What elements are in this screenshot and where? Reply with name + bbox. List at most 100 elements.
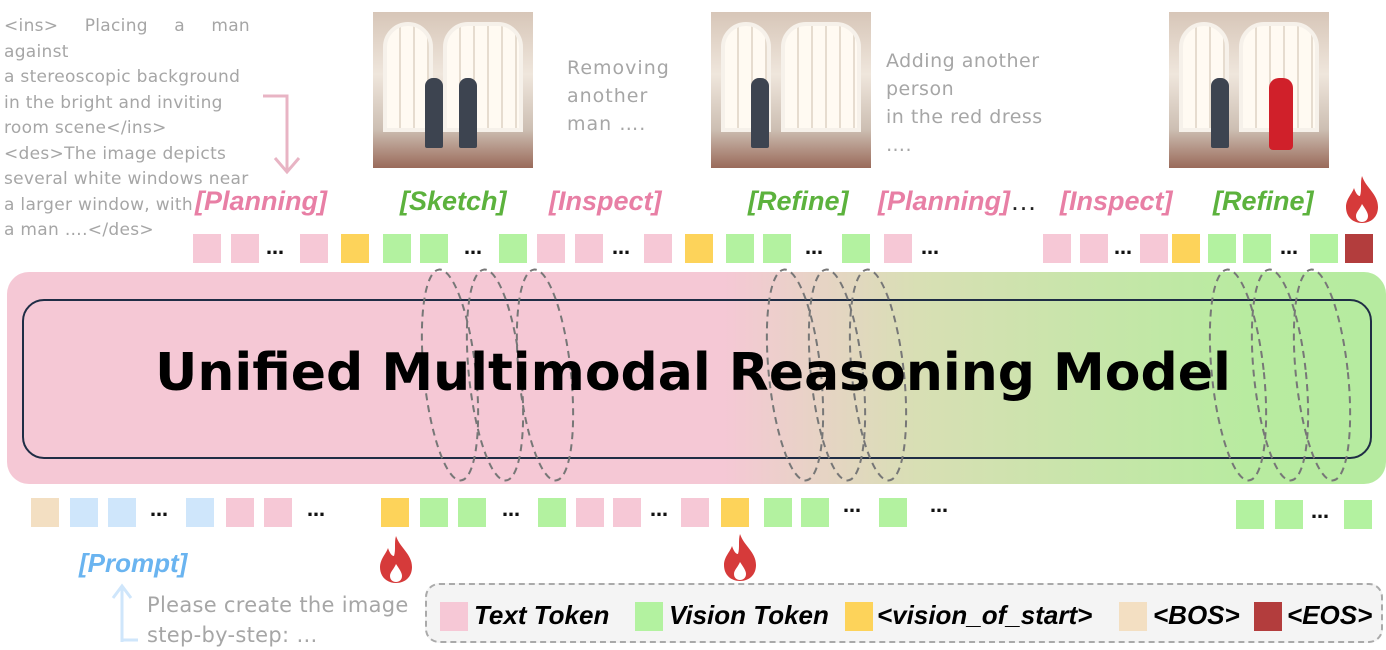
- adding-description: Adding another person in the red dress ……: [886, 47, 1043, 159]
- text-token: [1080, 234, 1108, 263]
- bos-token: [31, 498, 59, 527]
- eos-token: [1345, 234, 1373, 263]
- prompt-token: [70, 498, 98, 527]
- ellipsis: …: [464, 238, 482, 259]
- prompt-description: Please create the image step-by-step: …: [147, 590, 409, 650]
- text-token: [1043, 234, 1071, 263]
- ellipsis: …: [150, 500, 168, 521]
- ellipsis: …: [1280, 238, 1298, 259]
- text-token: [884, 234, 912, 263]
- text-line: a larger window, with: [4, 194, 193, 215]
- text-line: a stereoscopic background: [4, 67, 241, 87]
- text-line: a man ….</des>: [4, 220, 154, 240]
- ellipsis: …: [612, 238, 630, 259]
- text-line: several white windows near: [4, 169, 249, 189]
- legend-label-vstart: <vision_of_start>: [877, 600, 1093, 630]
- vision-start-token: [341, 234, 369, 263]
- legend-swatch-vstart: [845, 602, 873, 631]
- text-line: person: [886, 78, 955, 100]
- text-line: <ins> Placing a man against: [4, 16, 250, 62]
- label-inspect: [Inspect]: [549, 186, 662, 216]
- label-prompt: [Prompt]: [79, 548, 188, 578]
- model-box: [22, 299, 1372, 459]
- arrow-down-icon: [263, 94, 301, 175]
- text-token: [537, 234, 565, 263]
- legend-label-vision: Vision Token: [669, 600, 829, 630]
- ellipsis: …: [307, 500, 325, 521]
- ellipsis: …: [930, 496, 948, 517]
- text-line: <des>The image depicts: [4, 143, 227, 164]
- vision-start-token: [721, 498, 749, 527]
- vision-token: [763, 234, 791, 263]
- text-token: [226, 498, 254, 527]
- vision-token: [1243, 234, 1271, 263]
- label-sketch: [Sketch]: [400, 186, 507, 216]
- vision-token: [383, 234, 411, 263]
- vision-token: [420, 234, 448, 263]
- label-planning: [Planning]: [195, 186, 327, 216]
- model-background: [7, 272, 1386, 484]
- vision-start-token: [685, 234, 713, 263]
- text-token: [644, 234, 672, 263]
- text-token: [681, 498, 709, 527]
- text-line: ….: [886, 134, 913, 156]
- legend: Text Token Vision Token <vision_of_start…: [425, 583, 1383, 643]
- label-inspect: [Inspect]: [1060, 186, 1173, 216]
- text-token: [1140, 234, 1168, 263]
- label-refine: [Refine]: [748, 186, 849, 216]
- legend-swatch-eos: [1254, 602, 1282, 631]
- text-line: Removing: [567, 57, 670, 79]
- text-line: room scene</ins>: [4, 118, 167, 138]
- vision-start-token: [1172, 234, 1200, 263]
- legend-swatch-vision: [635, 602, 663, 631]
- flame-icon: [724, 534, 756, 581]
- vision-token: [1310, 234, 1338, 263]
- label-planning: [Planning]: [878, 186, 1010, 216]
- vision-token: [726, 234, 754, 263]
- vision-start-token: [381, 498, 409, 527]
- vision-token: [538, 498, 566, 527]
- vision-token: [420, 498, 448, 527]
- text-line: step-by-step: …: [147, 623, 318, 647]
- text-token: [231, 234, 259, 263]
- ellipsis: …: [1311, 502, 1329, 523]
- ellipsis: …: [502, 500, 520, 521]
- ellipsis: …: [1114, 238, 1132, 259]
- text-token: [576, 498, 604, 527]
- refined-image-2: [1169, 12, 1329, 168]
- text-token: [575, 234, 603, 263]
- text-line: man ….: [567, 113, 647, 135]
- refined-image-1: [711, 12, 871, 168]
- ellipsis: …: [805, 238, 823, 259]
- prompt-token: [108, 498, 136, 527]
- attention-loops: [420, 268, 1352, 482]
- vision-token: [879, 498, 907, 527]
- vision-token: [1208, 234, 1236, 263]
- vision-token: [1236, 500, 1264, 529]
- vision-token: [842, 234, 870, 263]
- flame-icon: [380, 536, 412, 583]
- vision-token: [764, 498, 792, 527]
- planning-description: <ins> Placing a man against a stereoscop…: [4, 14, 250, 244]
- sketch-image: [373, 12, 533, 168]
- model-title: Unified Multimodal Reasoning Model: [155, 343, 1231, 403]
- ellipsis: …: [650, 500, 668, 521]
- prompt-token: [186, 498, 214, 527]
- legend-label-eos: <EOS>: [1287, 600, 1373, 630]
- legend-label-bos: <BOS>: [1153, 600, 1240, 630]
- ellipsis: …: [266, 238, 284, 259]
- label-refine: [Refine]: [1213, 186, 1314, 216]
- flame-icon: [1346, 176, 1378, 223]
- vision-token: [458, 498, 486, 527]
- text-line: Adding another: [886, 50, 1040, 72]
- arrow-up-icon: [111, 583, 138, 642]
- vision-token: [801, 498, 829, 527]
- text-line: Please create the image: [147, 593, 409, 617]
- text-line: in the red dress: [886, 106, 1043, 128]
- ellipsis: …: [921, 238, 939, 259]
- legend-label-text: Text Token: [474, 600, 610, 630]
- text-token: [193, 234, 221, 263]
- vision-token: [1275, 500, 1303, 529]
- legend-swatch-bos: [1119, 602, 1147, 631]
- ellipsis: …: [843, 496, 861, 517]
